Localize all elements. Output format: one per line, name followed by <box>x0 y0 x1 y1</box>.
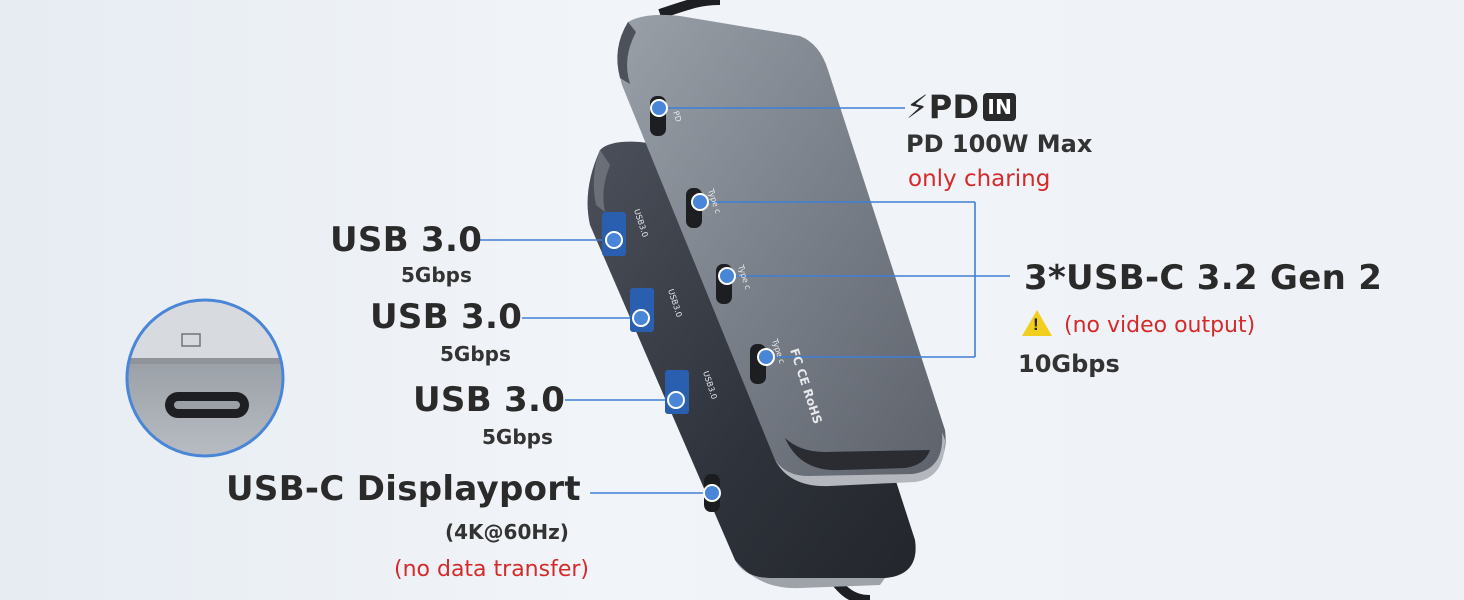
usb-c-speed: 10Gbps <box>1018 350 1120 378</box>
pd-label: PD <box>928 88 980 126</box>
usb-a-1-label: USB 3.0 <box>330 220 483 260</box>
displayport-note: (no data transfer) <box>394 557 589 582</box>
warning-icon: ! <box>1022 310 1052 336</box>
displayport-title: USB-C Displayport <box>226 469 581 509</box>
usb-a-2-label: USB 3.0 <box>370 297 523 337</box>
callout-lines <box>478 107 1010 494</box>
usb-a-2-speed: 5Gbps <box>440 342 511 366</box>
pd-note-text: only charing <box>908 166 1051 192</box>
callout-dots <box>605 99 775 502</box>
usb-c-warning-row: ! (no video output) <box>1022 310 1255 338</box>
usb-c-group-title: 3*USB-C 3.2 Gen 2 <box>1024 258 1383 298</box>
hub-grey-body <box>617 14 946 487</box>
displayport-zoom-circle <box>125 298 285 458</box>
pd-power-text: PD 100W Max <box>906 130 1093 158</box>
usb-a-1-speed: 5Gbps <box>401 263 472 287</box>
top-cable <box>658 0 721 19</box>
lightning-icon: ⚡ <box>906 88 929 126</box>
usb-a-3-speed: 5Gbps <box>482 425 553 449</box>
monitor-icon <box>181 333 201 347</box>
marking-pd: PD <box>671 110 683 123</box>
usb-a-3-label: USB 3.0 <box>413 380 566 420</box>
displayport-resolution: (4K@60Hz) <box>445 520 569 544</box>
in-badge: IN <box>983 93 1017 121</box>
usb-c-warning-text: (no video output) <box>1064 313 1256 338</box>
